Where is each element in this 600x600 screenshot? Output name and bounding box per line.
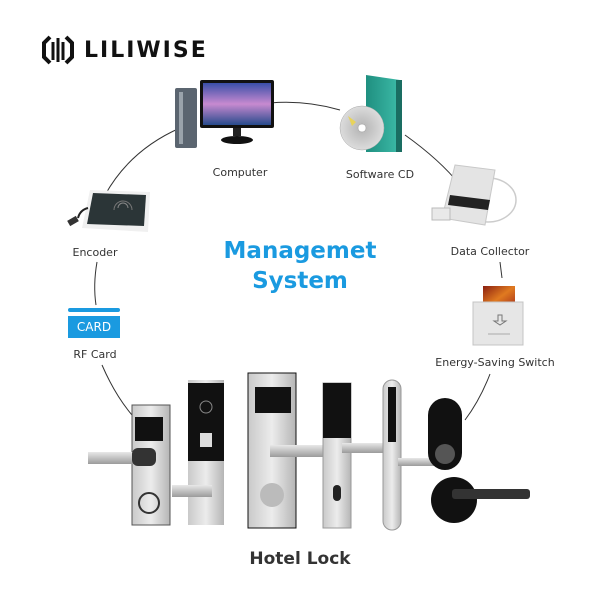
ring-arc-encoder-card: [94, 261, 98, 306]
ring-arc-encoder-computer: [104, 127, 181, 196]
lock-5: [382, 379, 443, 531]
ring-arc-collector-switch: [499, 261, 503, 279]
software-cd-icon: [330, 70, 410, 160]
ring-arc-computer-cd: [269, 101, 341, 111]
data-collector-label: Data Collector: [450, 245, 530, 258]
data-collector-icon: [430, 160, 520, 235]
rf-card-icon: CARD: [68, 308, 120, 340]
energy-switch-icon: [470, 282, 530, 347]
brand-logo: LILIWISE: [42, 33, 208, 67]
encoder-label: Encoder: [72, 246, 118, 259]
computer-label: Computer: [212, 166, 268, 179]
ring-arc-switch-lock: [464, 373, 491, 421]
lock-2: [172, 380, 224, 525]
management-system-title: Managemet System: [200, 236, 400, 296]
software-cd-label: Software CD: [345, 168, 415, 181]
liliwise-logo-icon: [42, 35, 74, 65]
energy-switch-label: Energy-Saving Switch: [435, 356, 555, 369]
lock-1: [88, 404, 171, 526]
hotel-lock-icon: [80, 365, 540, 540]
encoder-icon: [60, 188, 160, 238]
hotel-lock-label: Hotel Lock: [249, 549, 351, 569]
computer-icon: [170, 78, 280, 158]
rf-card-text: CARD: [68, 316, 120, 338]
title-line-1: Managemet: [223, 238, 377, 264]
rf-card-label: RF Card: [73, 348, 117, 361]
lock-4: [322, 382, 392, 529]
ring-arc-card-lock: [101, 364, 133, 416]
brand-name: LILIWISE: [84, 37, 208, 63]
title-line-2: System: [252, 268, 348, 294]
lock-6: [428, 398, 530, 523]
